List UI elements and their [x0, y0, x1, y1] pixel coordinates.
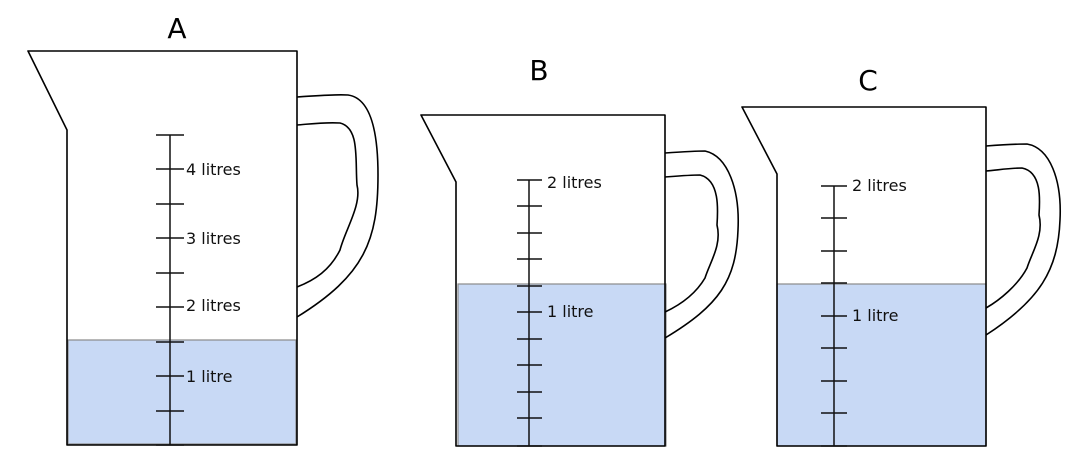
jug-b-label: B — [529, 54, 548, 87]
jug-c: C 2 litres 1 litre — [741, 64, 1061, 447]
jug-c-water — [776, 283, 987, 447]
jug-c-scale-label-1l: 1 litre — [852, 306, 899, 325]
jug-c-body — [741, 106, 987, 447]
jug-b-body — [420, 114, 666, 447]
jug-b: B 2 litres 1 litre — [420, 54, 739, 447]
jug-a: A 4 litres 3 litres 2 litres 1 litre — [27, 12, 379, 446]
jug-a-scale-label-3l: 3 litres — [186, 229, 241, 248]
jug-b-water — [457, 283, 667, 447]
jug-c-handle-icon — [985, 143, 1061, 336]
jug-c-scale — [821, 185, 847, 447]
jug-a-scale-label-1l: 1 litre — [186, 367, 233, 386]
jug-a-scale-label-2l: 2 litres — [186, 296, 241, 315]
jug-b-scale-label-1l: 1 litre — [547, 302, 594, 321]
jug-a-scale-label-4l: 4 litres — [186, 160, 241, 179]
jug-c-scale-label-2l: 2 litres — [852, 176, 907, 195]
jug-a-scale — [156, 134, 184, 446]
jug-c-label: C — [858, 64, 878, 97]
jug-a-handle-icon — [296, 93, 379, 318]
jug-a-label: A — [167, 12, 186, 45]
jug-b-scale-label-2l: 2 litres — [547, 173, 602, 192]
jug-b-scale — [517, 179, 542, 447]
jug-a-water — [67, 339, 297, 445]
jug-b-handle-icon — [664, 150, 739, 339]
